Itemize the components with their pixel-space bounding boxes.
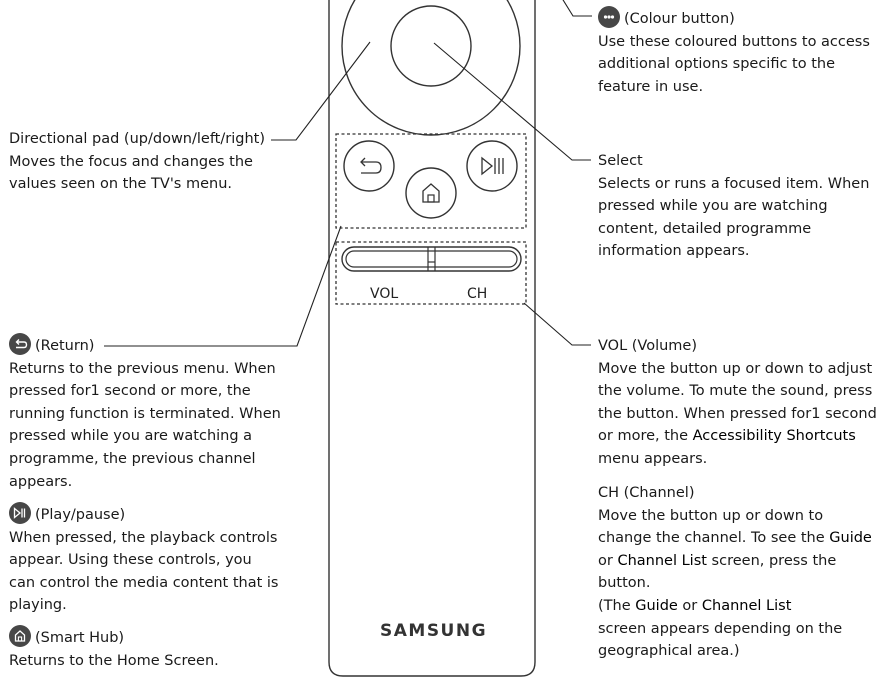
vol-label: VOL [370, 286, 399, 302]
select-desc-line: content, detailed programme [598, 220, 812, 237]
play-pause-section: (Play/pause) When pressed, the playback … [9, 502, 278, 617]
samsung-logo: SAMSUNG [380, 621, 488, 641]
colour-button-title: (Colour button) [624, 11, 735, 27]
channel-text: or [677, 597, 702, 614]
smarthub-desc-line: Returns to the Home Screen. [9, 652, 219, 669]
colour-desc-line: feature in use. [598, 78, 704, 95]
directional-pad [341, 0, 521, 136]
ch-label: CH [467, 286, 488, 302]
colour-button-section: (Colour button) Use these coloured butto… [598, 6, 870, 98]
channel-desc-line: geographical area.) [598, 643, 740, 660]
channel-desc-line: (The Guide or Channel List [598, 595, 872, 618]
select-section: Select Selects or runs a focused item. W… [598, 150, 869, 263]
return-desc-line: pressed for1 second or more, the [9, 383, 251, 400]
select-desc-line: pressed while you are watching [598, 198, 828, 215]
return-desc-line: pressed while you are watching a [9, 428, 253, 445]
directional-pad-title: Directional pad (up/down/left/right) [9, 131, 265, 147]
return-section: (Return) Returns to the previous menu. W… [9, 333, 281, 493]
return-icon [9, 333, 31, 355]
channel-title: CH (Channel) [598, 485, 695, 501]
directional-pad-section: Directional pad (up/down/left/right) Mov… [9, 128, 265, 196]
channel-desc-line: Move the button up or down to [598, 507, 824, 524]
smart-hub-section: (Smart Hub) Returns to the Home Screen. [9, 625, 219, 672]
channel-list-term: Channel List [617, 552, 707, 569]
select-button [390, 5, 472, 87]
return-desc-line: Returns to the previous menu. When [9, 360, 276, 377]
volume-desc-line: or more, the Accessibility Shortcuts [598, 425, 877, 448]
dpad-desc-line: Moves the focus and changes the [9, 153, 253, 170]
volume-desc-line: Move the button up or down to adjust [598, 360, 873, 377]
smart-hub-title: (Smart Hub) [35, 630, 125, 646]
channel-text: (The [598, 597, 636, 614]
return-desc-line: programme, the previous channel [9, 450, 256, 467]
guide-term: Guide [635, 597, 678, 614]
vol-ch-group-box [335, 241, 527, 305]
play-pause-title: (Play/pause) [35, 507, 126, 523]
volume-section: VOL (Volume) Move the button up or down … [598, 335, 877, 471]
remote-body [328, 0, 536, 677]
colour-desc-line: Use these coloured buttons to access [598, 33, 870, 50]
select-desc-line: information appears. [598, 243, 750, 260]
home-icon [9, 625, 31, 647]
channel-text: change the channel. To see the [598, 530, 830, 547]
play-desc-line: can control the media content that is [9, 574, 279, 591]
colour-dots-icon [598, 6, 620, 28]
volume-title: VOL (Volume) [598, 338, 698, 354]
leader-lines [104, 0, 592, 347]
volume-desc-line: the button. When pressed for1 second [598, 405, 877, 422]
accessibility-shortcuts-term: Accessibility Shortcuts [692, 428, 856, 445]
channel-desc-line: button. [598, 575, 651, 592]
home-button [405, 167, 457, 219]
select-title: Select [598, 153, 643, 169]
play-desc-line: When pressed, the playback controls [9, 529, 278, 546]
buttons-group-box [335, 133, 527, 229]
return-title: (Return) [35, 338, 95, 354]
channel-desc-line: change the channel. To see the Guide [598, 527, 872, 550]
play-desc-line: playing. [9, 597, 67, 614]
volume-desc-line: the volume. To mute the sound, press [598, 383, 873, 400]
play-pause-icon [9, 502, 31, 524]
play-desc-line: appear. Using these controls, you [9, 552, 252, 569]
channel-desc-line: screen appears depending on the [598, 620, 843, 637]
vol-ch-rocker [341, 246, 522, 272]
colour-desc-line: additional options specific to the [598, 56, 835, 73]
play-pause-button [466, 140, 518, 192]
return-desc-line: appears. [9, 473, 73, 490]
return-button [343, 140, 395, 192]
return-desc-line: running function is terminated. When [9, 405, 281, 422]
guide-term: Guide [829, 530, 872, 547]
volume-text: or more, the [598, 428, 693, 445]
select-desc-line: Selects or runs a focused item. When [598, 175, 870, 192]
volume-desc-line: menu appears. [598, 450, 708, 467]
dpad-desc-line: values seen on the TV's menu. [9, 176, 233, 193]
channel-section: CH (Channel) Move the button up or down … [598, 482, 872, 663]
channel-text: or [598, 552, 618, 569]
channel-desc-line: or Channel List screen, press the [598, 550, 872, 573]
channel-text: screen, press the [706, 552, 837, 569]
channel-list-term: Channel List [701, 597, 792, 614]
